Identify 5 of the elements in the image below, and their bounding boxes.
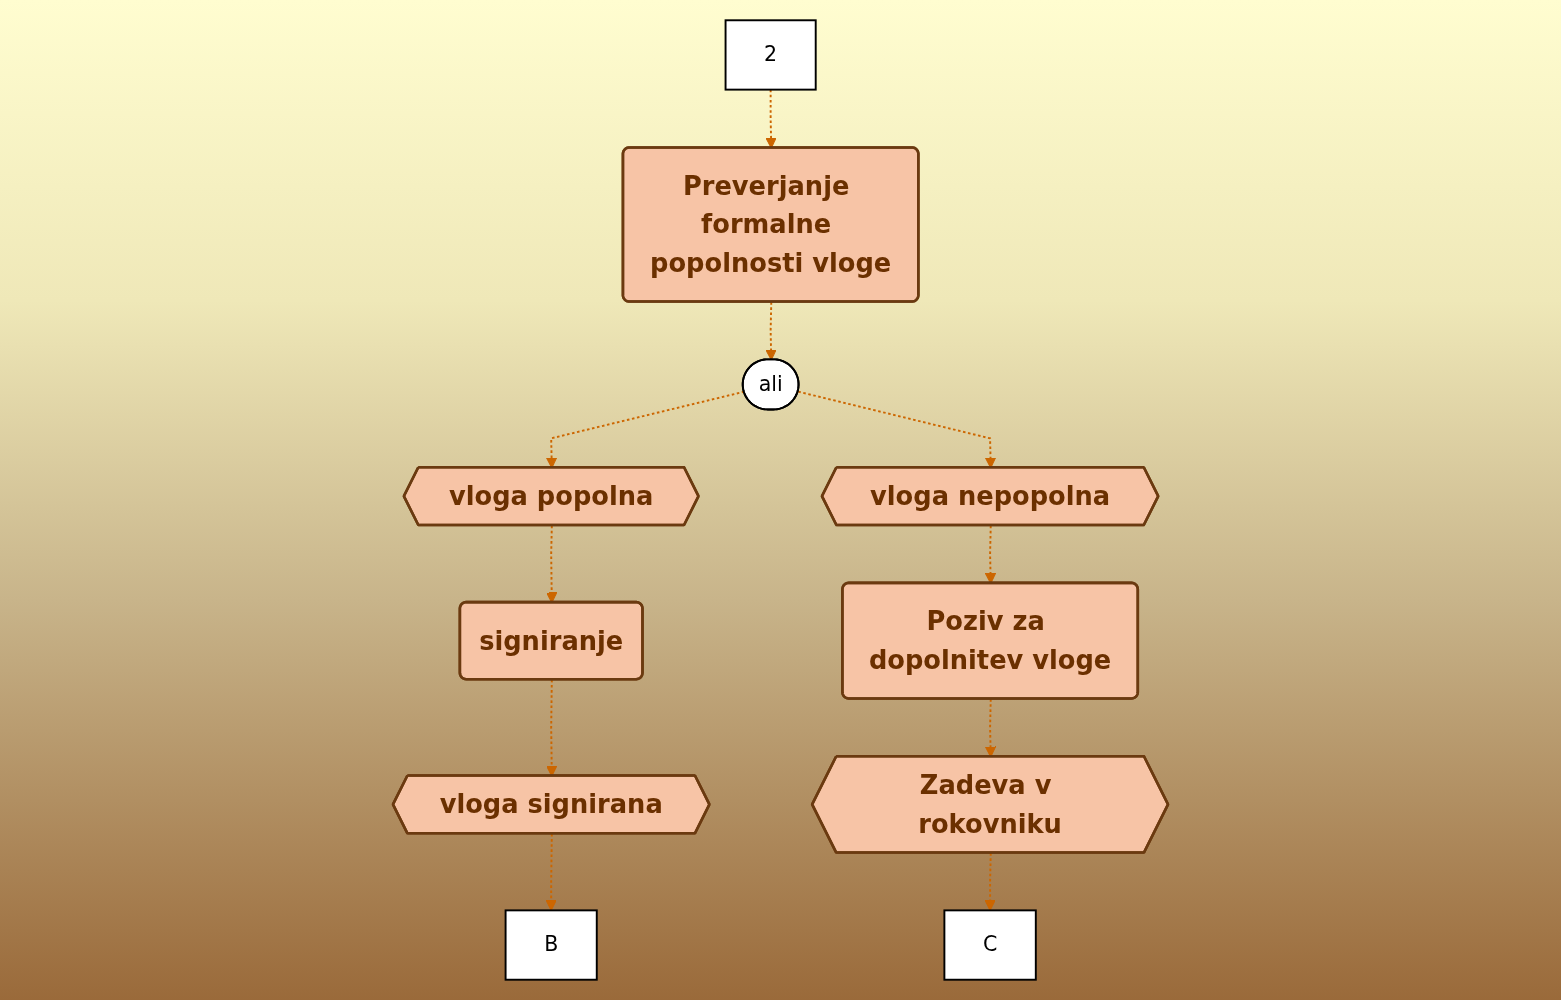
arrow <box>765 301 777 361</box>
node-box: C <box>943 909 1037 981</box>
node-box: B <box>504 909 598 981</box>
node-box: 2 <box>724 19 817 91</box>
arrow <box>984 852 996 911</box>
